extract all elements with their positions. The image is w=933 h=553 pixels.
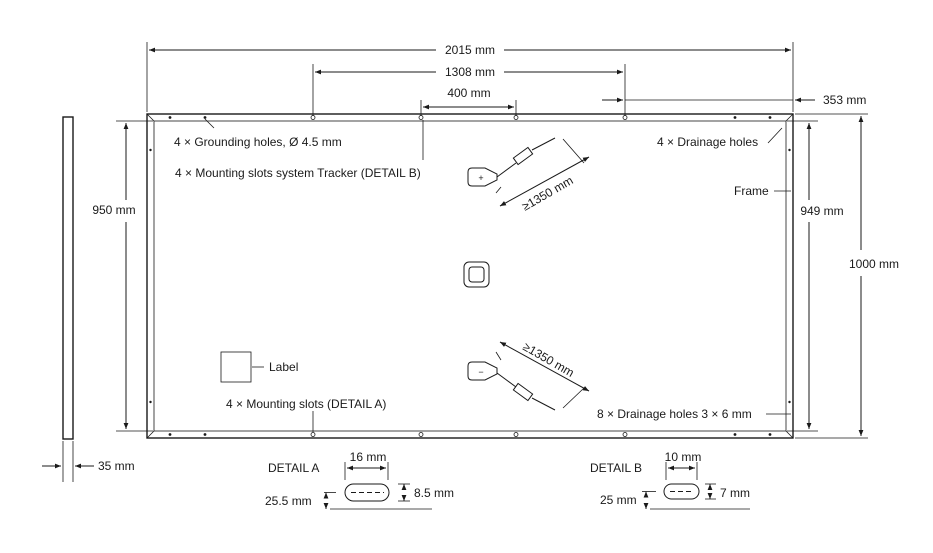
drainage4-callout: 4 × Drainage holes <box>657 127 783 149</box>
mounting-callout: 4 × Mounting slots (DETAIL A) <box>226 397 386 432</box>
dim-mount-span: 1308 mm <box>445 65 495 79</box>
drainage8-callout: 8 × Drainage holes 3 × 6 mm <box>597 407 791 421</box>
detail-a-height: 8.5 mm <box>414 486 454 500</box>
dim-height-total: 1000 mm <box>849 257 899 271</box>
detail-b: DETAIL B 10 mm 7 mm 25 mm <box>590 450 750 510</box>
junction-box <box>463 261 490 288</box>
grounding-callout: 4 × Grounding holes, Ø 4.5 mm <box>174 118 342 149</box>
label-text: Label <box>269 360 298 374</box>
frame-callout: Frame <box>734 184 791 198</box>
detail-b-width: 10 mm <box>665 450 702 464</box>
dimension-1308: 1308 mm <box>312 64 626 116</box>
grounding-label: 4 × Grounding holes, Ø 4.5 mm <box>174 135 342 149</box>
detail-b-title: DETAIL B <box>590 461 642 475</box>
detail-a-offset: 25.5 mm <box>265 494 312 508</box>
drainage4-label: 4 × Drainage holes <box>657 135 758 149</box>
dimension-353: 353 mm <box>602 93 866 107</box>
dim-height-inner: 949 mm <box>800 204 843 218</box>
minus-icon: − <box>478 367 483 377</box>
tracker-callout: 4 × Mounting slots system Tracker (DETAI… <box>175 120 424 180</box>
dim-total-width: 2015 mm <box>445 43 495 57</box>
detail-a: DETAIL A 16 mm 8.5 mm 25.5 mm <box>265 450 454 510</box>
dimension-35: 35 mm <box>42 441 135 482</box>
detail-b-height: 7 mm <box>720 486 750 500</box>
slot-a <box>344 483 390 502</box>
tracker-label: 4 × Mounting slots system Tracker (DETAI… <box>175 166 421 180</box>
detail-a-width: 16 mm <box>350 450 387 464</box>
plus-icon: + <box>478 173 483 183</box>
mounting-label: 4 × Mounting slots (DETAIL A) <box>226 397 386 411</box>
dim-inner-span: 400 mm <box>447 86 490 100</box>
slot-b <box>663 483 700 500</box>
dim-height-left: 950 mm <box>92 203 135 217</box>
drainage8-label: 8 × Drainage holes 3 × 6 mm <box>597 407 752 421</box>
detail-a-title: DETAIL A <box>268 461 319 475</box>
detail-b-offset: 25 mm <box>600 493 637 507</box>
label-box <box>220 351 252 383</box>
dimension-949: 949 mm <box>787 120 844 432</box>
dim-thickness: 35 mm <box>98 459 135 473</box>
dim-edge-offset: 353 mm <box>823 93 866 107</box>
dimension-1000: 1000 mm <box>795 113 899 439</box>
dimension-400: 400 mm <box>420 86 517 116</box>
dimension-950: 950 mm <box>92 120 153 432</box>
label-callout: Label <box>220 351 298 383</box>
side-profile <box>62 116 74 440</box>
panel-frame <box>146 113 794 439</box>
frame-label: Frame <box>734 184 769 198</box>
